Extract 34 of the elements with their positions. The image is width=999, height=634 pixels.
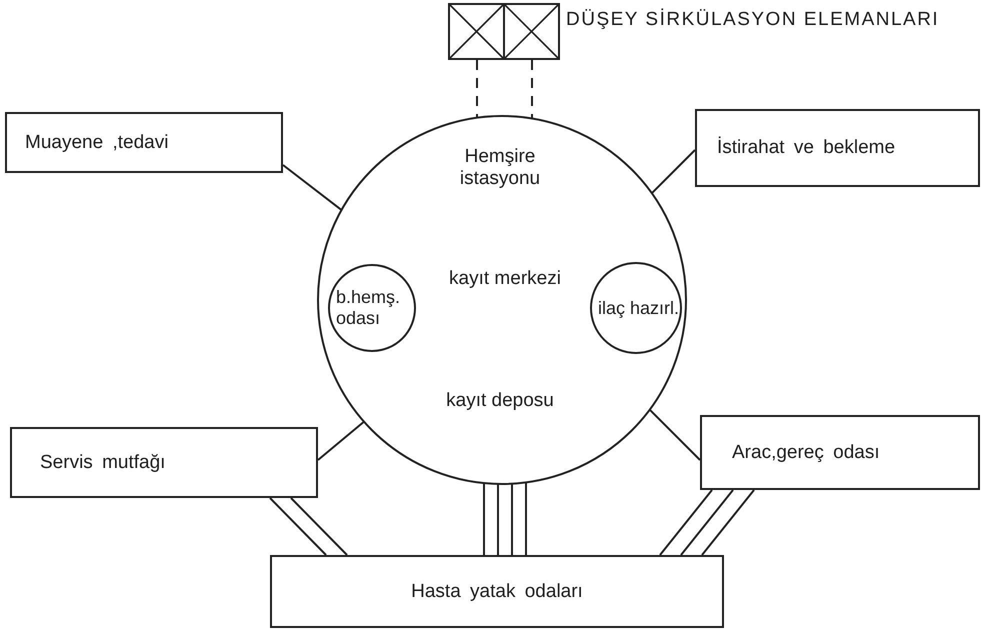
room-box: [700, 415, 980, 490]
connector-line: [497, 483, 499, 555]
room-label: İstirahat ve bekleme: [717, 137, 896, 159]
connector-line: [269, 497, 327, 556]
room-label: Muayene ,tedavi: [25, 132, 168, 154]
room-box: [10, 427, 318, 498]
connector-line: [648, 408, 701, 461]
room-box: [695, 109, 980, 187]
connector-line: [511, 483, 513, 555]
room-label: Hasta yatak odaları: [411, 580, 583, 602]
connector-line: [290, 497, 348, 556]
connector-line: [483, 482, 485, 555]
room-circle: [328, 264, 416, 352]
room-label: b.hemş. odası: [336, 287, 402, 329]
connector-line: [531, 60, 533, 119]
connector-line: [659, 489, 713, 556]
area-label: Hemşire istasyonu: [458, 146, 542, 190]
connector-line: [317, 420, 365, 461]
connector-line: [680, 489, 734, 556]
room-label: Servis mutfağı: [40, 452, 166, 474]
room-box: [270, 555, 724, 628]
area-label: kayıt merkezi: [448, 268, 562, 290]
connector-line: [476, 60, 478, 118]
room-label: ilaç hazırl.: [598, 298, 680, 318]
connector-line: [282, 164, 343, 212]
station-circle: [317, 115, 687, 485]
room-circle: [590, 262, 682, 354]
connector-line: [701, 489, 755, 556]
room-label: Arac,gereç odası: [732, 442, 880, 464]
node-label: DÜŞEY SİRKÜLASYON ELEMANLARI: [566, 9, 940, 31]
connector-line: [525, 482, 527, 555]
area-label: kayıt deposu: [445, 390, 555, 412]
room-box: [5, 112, 283, 173]
connector-line: [650, 149, 696, 194]
